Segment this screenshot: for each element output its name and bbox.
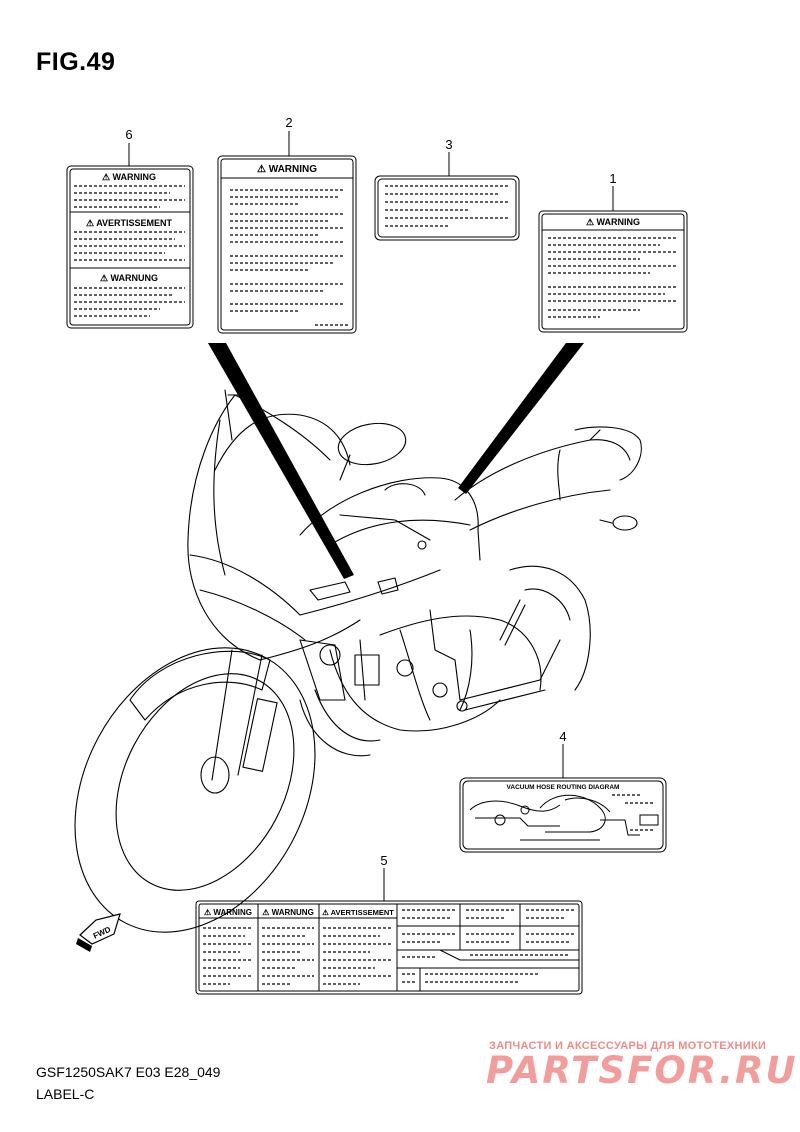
label1-warning: ⚠ WARNING bbox=[586, 217, 640, 227]
callout-1: 1 bbox=[609, 171, 616, 186]
label6-warning-en: ⚠ WARNING bbox=[102, 172, 156, 182]
watermark-tagline: ЗАПЧАСТИ И АКСЕССУАРЫ ДЛЯ МОТОТЕХНИКИ bbox=[489, 1040, 767, 1052]
callout-2: 2 bbox=[285, 115, 292, 130]
callout-3: 3 bbox=[445, 137, 452, 152]
callout-6: 6 bbox=[125, 127, 132, 142]
label6-warning-fr: ⚠ AVERTISSEMENT bbox=[86, 218, 173, 228]
label-2[interactable] bbox=[217, 155, 357, 334]
label-3[interactable] bbox=[374, 175, 520, 241]
label5-warning-de: ⚠ WARNUNG bbox=[262, 908, 314, 917]
vacuum-title: VACUUM HOSE ROUTING DIAGRAM bbox=[507, 784, 620, 791]
callout-4: 4 bbox=[559, 729, 566, 744]
fwd-arrow-icon: FWD bbox=[76, 913, 121, 952]
callout-5: 5 bbox=[380, 853, 387, 868]
label-1[interactable] bbox=[538, 210, 688, 333]
model-code: GSF1250SAK7 E03 E28_049 bbox=[36, 1064, 221, 1080]
motorcycle-illustration bbox=[74, 389, 642, 933]
label5-warning-fr: ⚠ AVERTISSEMENT bbox=[322, 908, 394, 917]
section-name: LABEL-C bbox=[36, 1086, 95, 1102]
label-4[interactable] bbox=[459, 777, 667, 853]
label2-warning: ⚠ WARNING bbox=[257, 164, 317, 175]
pointer-wedge-left bbox=[208, 343, 354, 579]
label-5[interactable] bbox=[195, 900, 583, 995]
figure-title: FIG.49 bbox=[36, 48, 116, 76]
watermark-brand: PARTSFOR.RU bbox=[486, 1049, 798, 1092]
pointer-wedge-right bbox=[458, 343, 584, 494]
label6-warning-de: ⚠ WARNUNG bbox=[100, 273, 158, 283]
label-6[interactable] bbox=[66, 165, 194, 329]
label-text-lines bbox=[74, 185, 678, 985]
